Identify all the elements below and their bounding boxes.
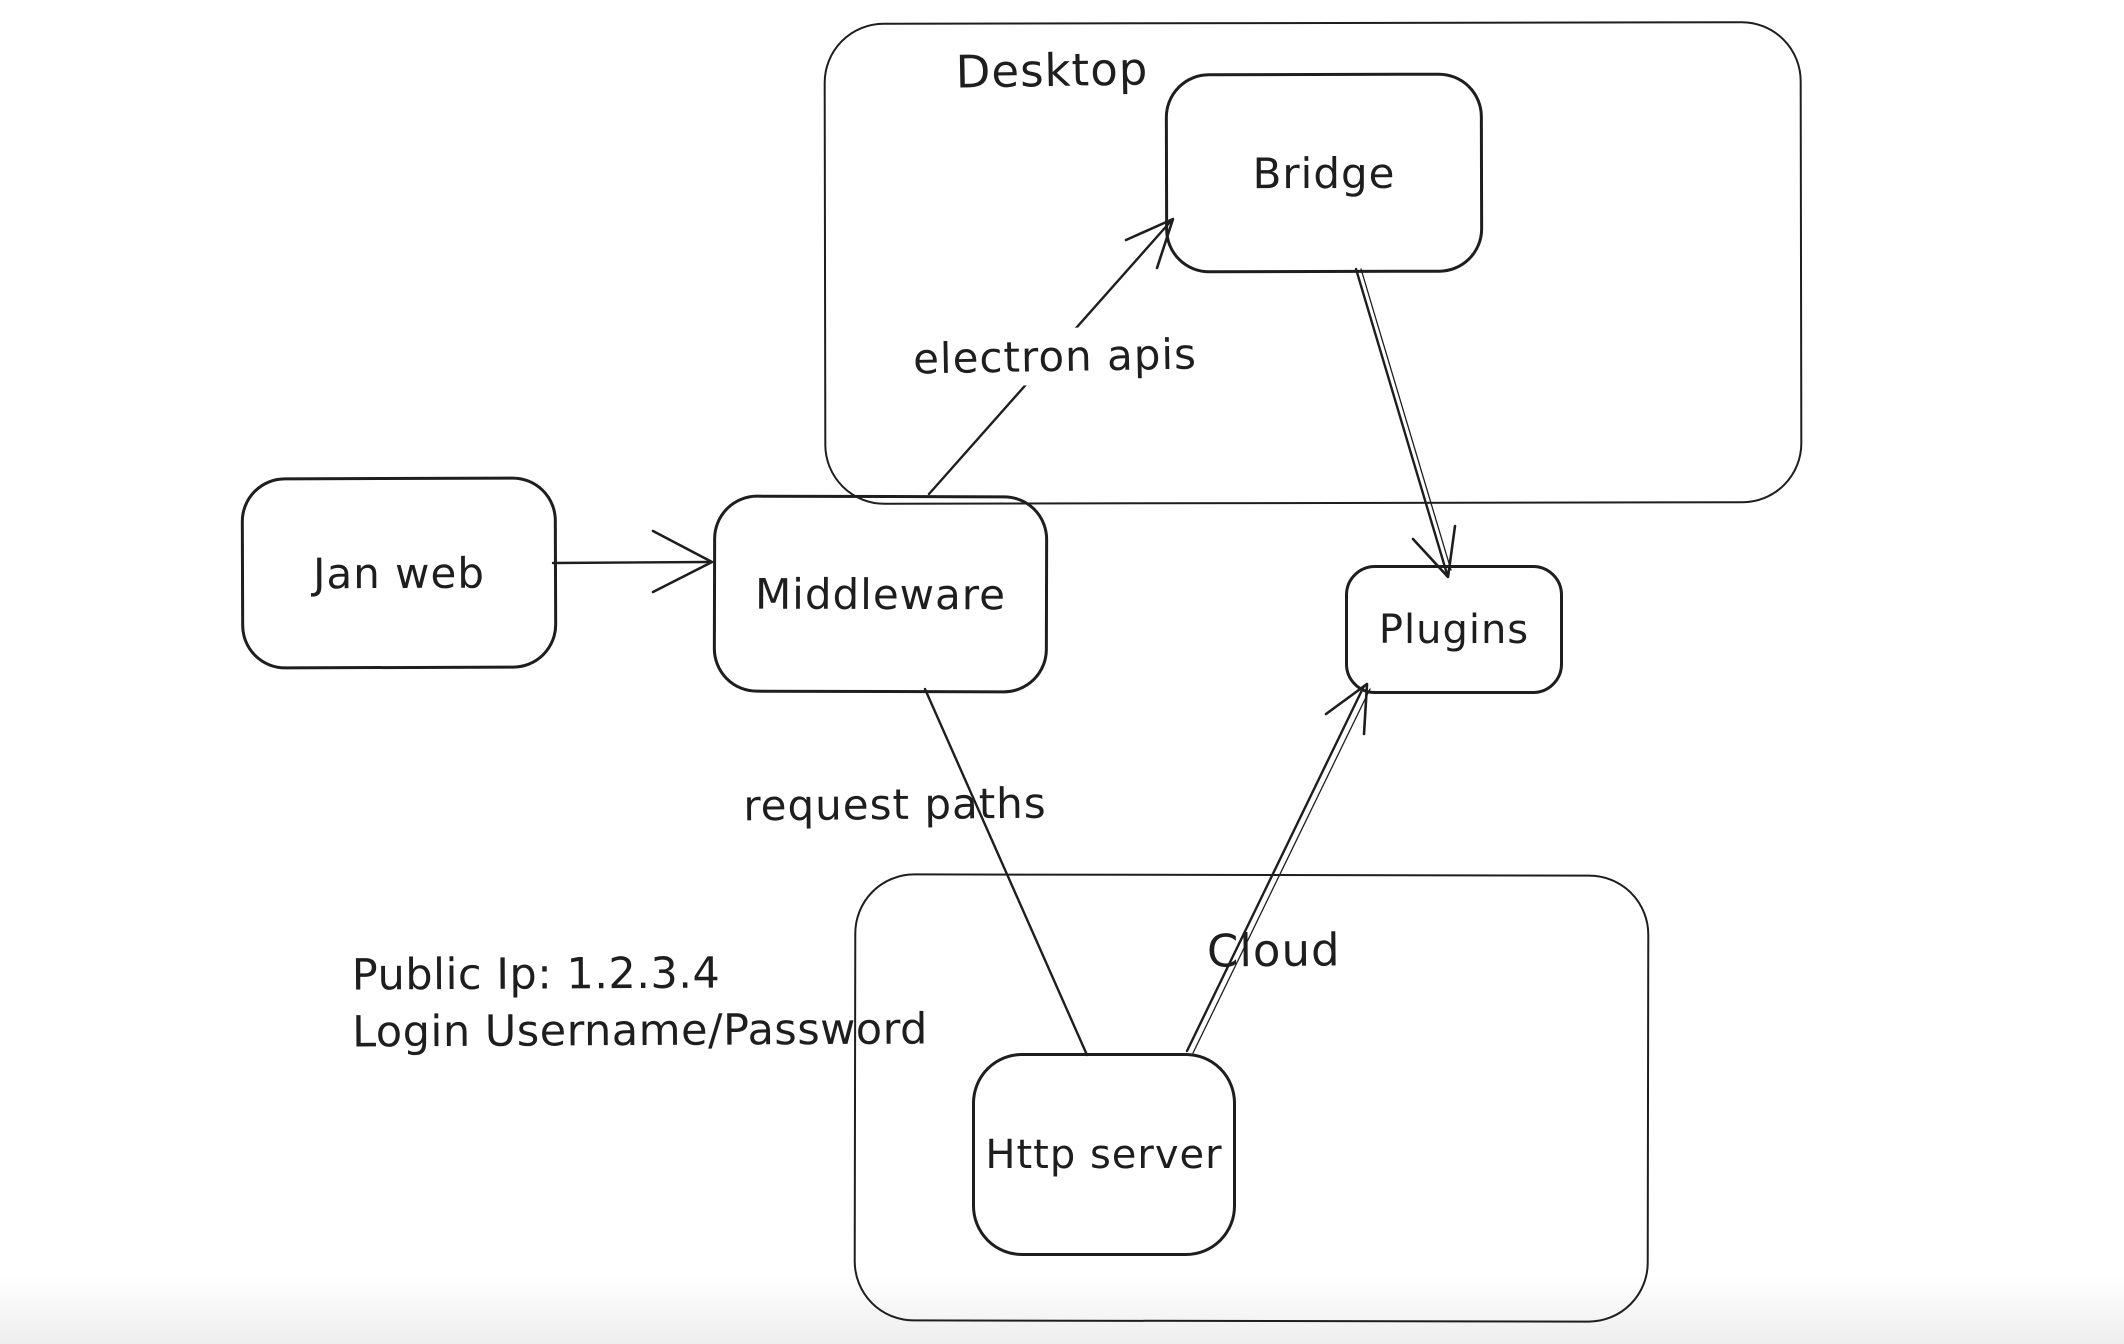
canvas-bottom-gradient: [0, 1274, 2124, 1344]
annotation-login: Login Username/Password: [352, 1004, 928, 1058]
edge-janweb-middleware-arrowhead: [651, 529, 714, 594]
edge-httpserver-plugins-arrowhead: [1324, 682, 1369, 736]
node-bridge[interactable]: Bridge: [1164, 72, 1484, 274]
annotation-credentials[interactable]: Public Ip: 1.2.3.4 Login Username/Passwo…: [352, 944, 928, 1061]
container-desktop-label[interactable]: Desktop: [955, 42, 1149, 99]
node-http-server[interactable]: Http server: [972, 1053, 1236, 1256]
node-plugins-label: Plugins: [1378, 606, 1530, 653]
annotation-public-ip: Public Ip: 1.2.3.4: [351, 948, 721, 1001]
edge-label-electron-apis[interactable]: electron apis: [899, 325, 1211, 388]
edge-label-request-paths[interactable]: request paths: [743, 778, 1047, 831]
container-cloud-label[interactable]: Cloud: [1206, 923, 1341, 978]
node-jan-web[interactable]: Jan web: [240, 476, 558, 670]
node-http-server-label: Http server: [985, 1131, 1223, 1178]
node-jan-web-label: Jan web: [312, 548, 486, 598]
edge-janweb-middleware[interactable]: [551, 560, 710, 565]
node-bridge-label: Bridge: [1252, 148, 1396, 198]
node-plugins[interactable]: Plugins: [1345, 565, 1563, 694]
node-middleware[interactable]: Middleware: [712, 494, 1049, 694]
node-middleware-label: Middleware: [754, 569, 1007, 619]
